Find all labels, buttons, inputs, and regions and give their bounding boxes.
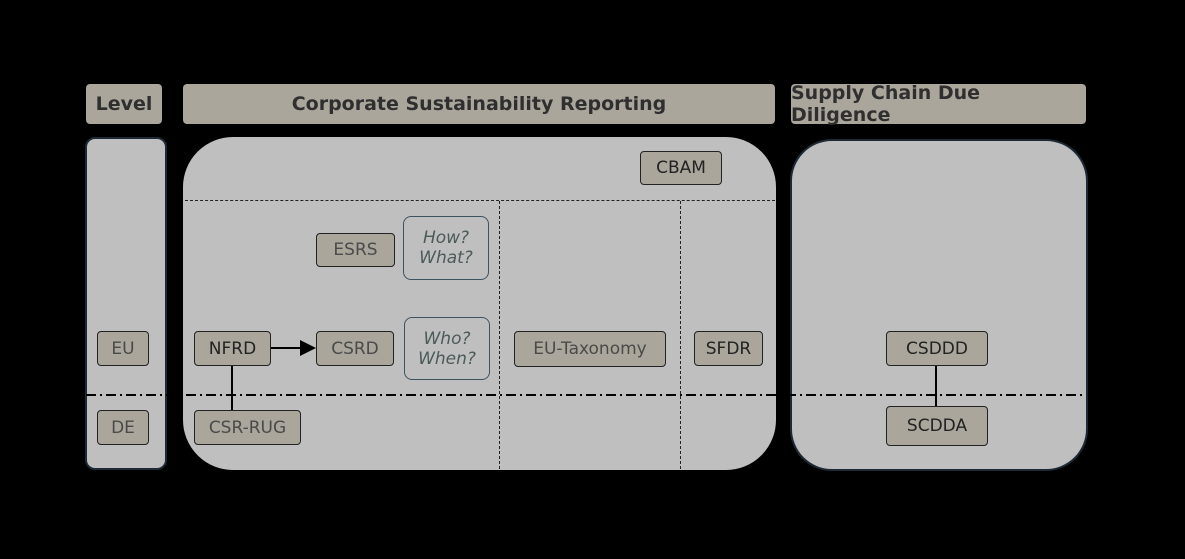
when-text: When?: [418, 348, 476, 369]
sfdr-divider: [680, 201, 681, 469]
eu-taxonomy-box: EU-Taxonomy: [514, 331, 666, 367]
how-text: How?: [422, 228, 470, 248]
who-text: Who?: [423, 328, 471, 349]
scdda-box: SCDDA: [886, 406, 988, 446]
taxonomy-divider: [499, 201, 500, 469]
nfrd-box: NFRD: [194, 331, 271, 366]
what-text: What?: [419, 248, 473, 268]
esrs-box: ESRS: [316, 233, 395, 267]
csrd-box: CSRD: [316, 331, 394, 366]
csr-rug-box: CSR-RUG: [194, 410, 301, 445]
sfdr-box: SFDR: [694, 331, 763, 366]
csddd-box: CSDDD: [886, 331, 988, 366]
scdd-header: Supply Chain Due Diligence: [791, 82, 1086, 126]
csr-header: Corporate Sustainability Reporting: [183, 84, 775, 124]
who-when-note: Who? When?: [404, 317, 490, 380]
de-level-box: DE: [97, 410, 149, 445]
cbam-box: CBAM: [640, 151, 722, 185]
level-header: Level: [86, 84, 162, 124]
csr-top-divider: [185, 200, 775, 201]
how-what-note: How? What?: [403, 216, 489, 280]
eu-level-box: EU: [97, 331, 149, 366]
